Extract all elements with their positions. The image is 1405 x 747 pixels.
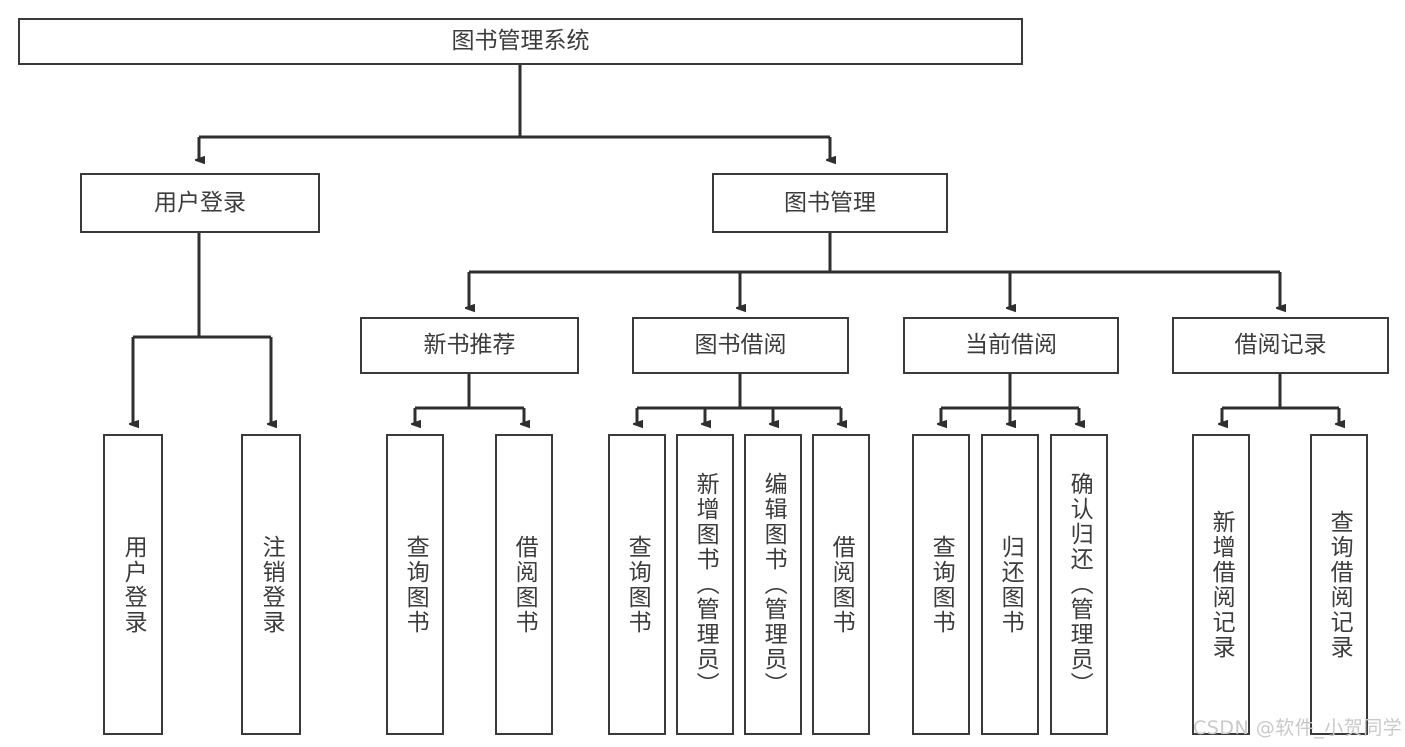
node-label: 图书管理 [784, 189, 876, 216]
node-leaf-query-book-borrow[interactable]: 查询图书 [608, 434, 666, 735]
node-label: 用户登录 [154, 189, 246, 216]
node-leaf-query-borrow-record[interactable]: 查询借阅记录 [1310, 434, 1368, 735]
node-leaf-logout-login[interactable]: 注销登录 [241, 434, 301, 735]
node-label: 借阅图书 [828, 534, 855, 635]
node-label: 新书推荐 [423, 332, 516, 359]
node-label: 注销登录 [258, 534, 285, 635]
node-leaf-user-login[interactable]: 用户登录 [103, 434, 163, 735]
node-label: 图书借阅 [694, 332, 787, 359]
node-book-management[interactable]: 图书管理 [712, 173, 948, 233]
node-leaf-query-book-new[interactable]: 查询图书 [386, 434, 444, 735]
node-borrow-record[interactable]: 借阅记录 [1172, 317, 1389, 374]
node-label: 用户登录 [120, 534, 147, 635]
csdn-watermark: CSDN @软件_小贺同学 [1193, 717, 1403, 739]
node-leaf-borrow-book[interactable]: 借阅图书 [812, 434, 870, 735]
node-label: 借阅记录 [1234, 332, 1327, 359]
node-current-borrow[interactable]: 当前借阅 [903, 317, 1119, 374]
node-leaf-add-borrow-record[interactable]: 新增借阅记录 [1192, 434, 1250, 735]
node-leaf-return-book[interactable]: 归还图书 [981, 434, 1039, 735]
node-new-book-recommend[interactable]: 新书推荐 [360, 317, 579, 374]
node-label: 归还图书 [997, 534, 1024, 635]
node-label: 新增图书（管理员） [692, 472, 719, 697]
node-label: 查询图书 [928, 534, 955, 635]
node-leaf-borrow-book-new[interactable]: 借阅图书 [495, 434, 553, 735]
node-label: 当前借阅 [965, 332, 1057, 359]
node-label: 图书管理系统 [451, 28, 590, 55]
node-label: 确认归还（管理员） [1066, 472, 1093, 697]
node-leaf-confirm-return[interactable]: 确认归还（管理员） [1050, 434, 1108, 735]
node-label: 编辑图书（管理员） [760, 472, 787, 697]
node-label: 查询借阅记录 [1326, 509, 1353, 660]
node-leaf-edit-book[interactable]: 编辑图书（管理员） [744, 434, 802, 735]
node-label: 借阅图书 [511, 534, 538, 635]
node-user-login[interactable]: 用户登录 [80, 173, 320, 233]
node-leaf-query-book-current[interactable]: 查询图书 [912, 434, 970, 735]
node-label: 查询图书 [402, 534, 429, 635]
node-root-book-management-system[interactable]: 图书管理系统 [18, 18, 1023, 65]
node-leaf-add-book[interactable]: 新增图书（管理员） [676, 434, 734, 735]
node-label: 新增借阅记录 [1208, 509, 1235, 660]
node-label: 查询图书 [624, 534, 651, 635]
node-book-borrow[interactable]: 图书借阅 [632, 317, 849, 374]
